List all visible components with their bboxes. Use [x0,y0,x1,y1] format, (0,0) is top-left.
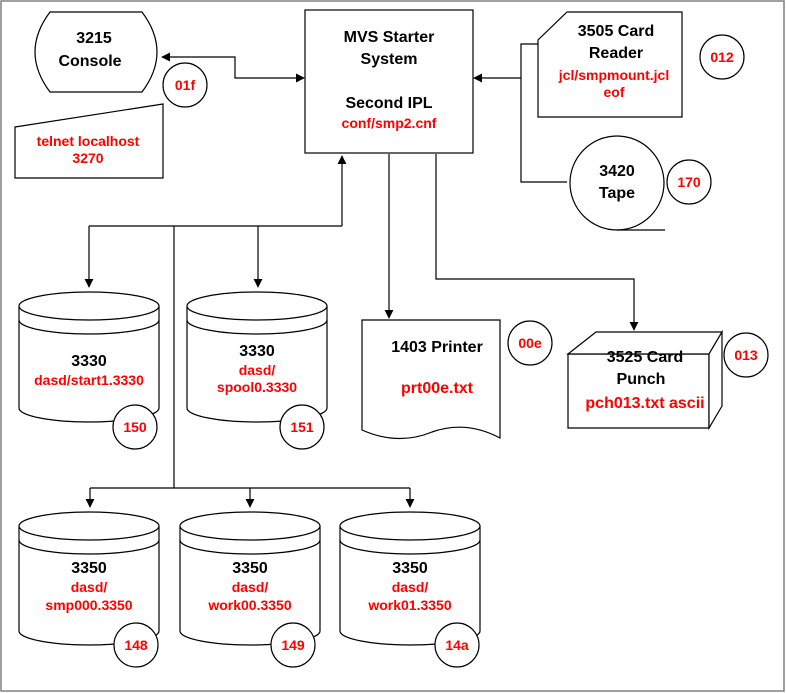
disk-model: 3350 [392,560,428,577]
disk-path-line1: dasd/start1.3330 [34,372,144,388]
disk-3330-spool0: 3330 dasd/ spool0.3330 151 [186,291,328,450]
console-addr: 01f [175,77,196,93]
disk-path-line2: work01.3350 [367,597,451,613]
reader-line2: Reader [589,45,643,62]
punch-file: pch013.txt ascii [585,395,704,412]
disk-model: 3330 [71,353,107,370]
reader-jcl-path: jcl/smpmount.jcl [558,67,669,83]
disk-addr-circle [279,404,325,450]
punch-addr: 013 [734,347,758,363]
printer-file: prt00e.txt [401,380,474,397]
punch-line2: Punch [617,371,666,388]
mvs-title-line1: MVS Starter [344,29,435,46]
mvs-conf-file: conf/smp2.cnf [342,115,437,131]
tape-name: Tape [599,185,635,202]
punch-connector [435,154,639,331]
reader-option: eof [604,84,625,100]
punch-side [708,329,723,431]
mvs-ipl-label: Second IPL [345,95,432,112]
tape-addr: 170 [677,174,701,190]
console-number: 3215 [76,30,112,47]
punch-line1: 3525 Card [607,349,684,366]
console-shape [34,11,158,93]
mvs-title-line2: System [361,51,418,68]
reader-line1: 3505 Card [578,23,655,40]
punch-addr-circle [723,332,769,378]
disk-addr-circle [434,622,480,668]
card-reader-shape [537,11,683,118]
disk-addr-circle [270,622,316,668]
mvs-system-box: MVS Starter System Second IPL conf/smp2.… [304,9,474,154]
disk-addr: 14a [445,637,469,653]
disk-addr: 151 [290,419,314,435]
disk-path-line1: dasd/ [239,362,276,378]
reader-connector [520,43,567,183]
disk-path-line2: work00.3350 [207,597,291,613]
reader-addr-circle [699,34,745,80]
disk-addr: 149 [281,637,305,653]
disk-addr: 148 [124,637,148,653]
disk-model: 3350 [71,560,107,577]
disk-addr: 150 [123,419,147,435]
disk-addr-circle [112,404,158,450]
telnet-line1: telnet localhost [37,133,140,149]
disk-3350-work00: 3350 dasd/ work00.3350 149 [179,511,321,668]
telnet-line2: 3270 [72,150,103,166]
disk-model: 3330 [239,343,275,360]
disk-path-line1: dasd/ [71,579,108,595]
printer-addr: 00e [518,335,542,351]
console-addr-circle [162,62,208,108]
card-punch-device: 3525 Card Punch pch013.txt ascii 013 [566,329,769,431]
console-name: Console [58,53,121,70]
console-connector [161,52,305,83]
console-device: 3215 Console 01f telnet localhost 3270 [14,11,208,179]
disk-model: 3350 [232,560,268,577]
disk-3350-work01: 3350 dasd/ work01.3350 14a [339,511,481,668]
disk-path-line2: smp000.3350 [45,597,132,613]
tape-addr-circle [666,159,712,205]
printer-shape [361,319,501,440]
connectors [84,43,639,508]
tape-device: 3420 Tape 170 [569,135,712,231]
disk-addr-circle [113,622,159,668]
printer-addr-circle [507,320,553,366]
disk-path-line2: spool0.3330 [217,379,297,395]
reader-addr: 012 [710,49,734,65]
printer-name: 1403 Printer [391,339,483,356]
disk-path-line1: dasd/ [232,579,269,595]
printer-device: 1403 Printer prt00e.txt 00e [361,319,553,440]
disk-path-line1: dasd/ [392,579,429,595]
tape-reel [569,135,665,231]
disk-3330-start1: 3330 dasd/start1.3330 150 [18,291,160,450]
card-reader-device: 3505 Card Reader jcl/smpmount.jcl eof 01… [537,11,745,118]
tape-number: 3420 [599,163,635,180]
terminal-shape [14,103,164,179]
disk-3350-smp000: 3350 dasd/ smp000.3350 148 [18,511,160,668]
